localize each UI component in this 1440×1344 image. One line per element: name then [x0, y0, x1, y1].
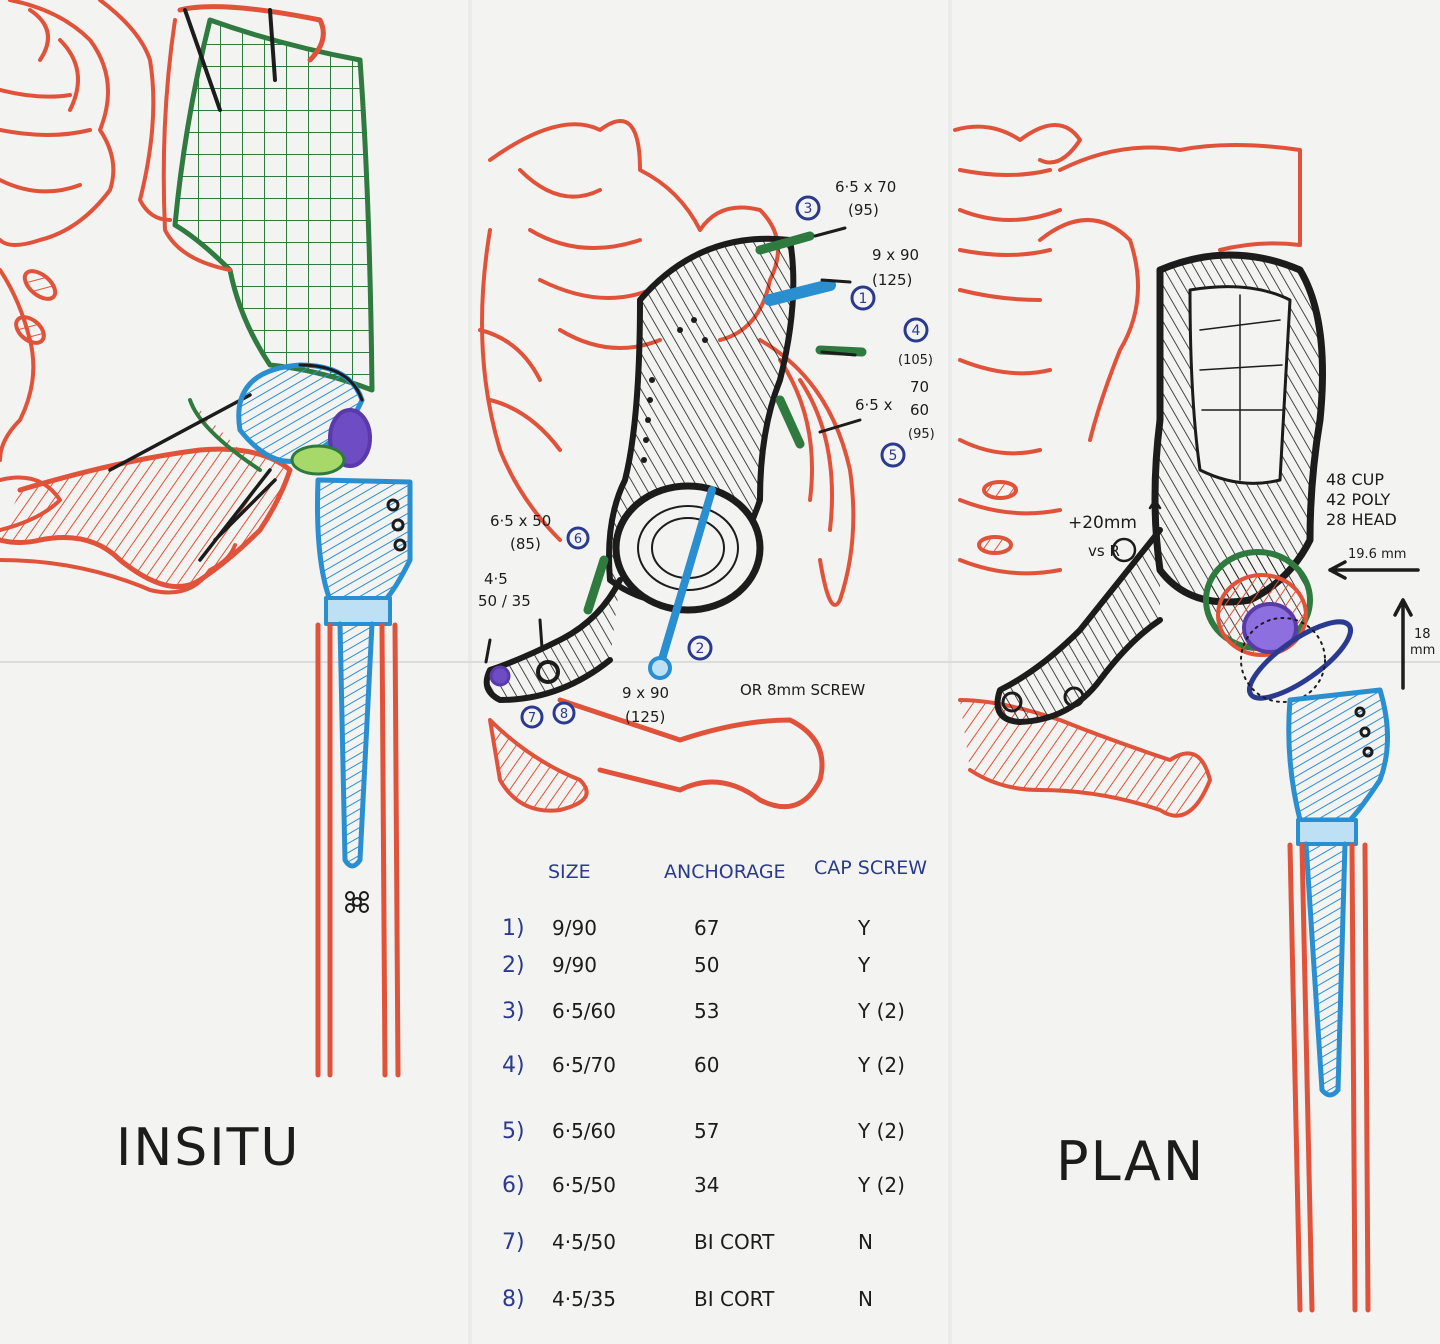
callout-num-4: 4: [912, 323, 921, 339]
custom-implant-drawing: [478, 119, 929, 813]
row-number: 6): [502, 1173, 525, 1198]
callout-6-length: (85): [510, 535, 541, 553]
callout-1-length: (125): [872, 271, 912, 289]
callout-num-8: 8: [560, 707, 568, 722]
insitu-drawing: [0, 0, 413, 1078]
row-number: 7): [502, 1230, 525, 1255]
row-size: 6·5/70: [552, 1053, 616, 1077]
callout-2-size: 9 x 90: [622, 684, 669, 702]
note-vertical-1: 18: [1414, 627, 1431, 642]
row-number: 3): [502, 999, 525, 1024]
planned-femoral-stem: [1286, 687, 1390, 823]
row-anchorage: BI CORT: [694, 1230, 775, 1254]
callout-3-length: (95): [848, 201, 879, 219]
flower-doodle: [345, 891, 369, 913]
callout-5-length-c: (95): [908, 427, 935, 442]
spine-sacrum: [0, 0, 172, 462]
row-number: 1): [502, 916, 525, 941]
screw-6: [583, 555, 609, 615]
callout-2-length: (125): [625, 708, 665, 726]
callout-6-size: 6·5 x 50: [490, 512, 551, 530]
row-anchorage: 34: [694, 1173, 719, 1197]
row-number: 5): [502, 1119, 525, 1144]
note-offset-ref: vs R: [1088, 542, 1120, 560]
row-size: 4·5/50: [552, 1230, 616, 1254]
plan-notes: 48 CUP 42 POLY 28 HEAD +20mm vs R 19.6 m…: [1068, 470, 1435, 658]
screw-1: [764, 279, 836, 306]
screw-2: [656, 486, 716, 670]
table-header-anchorage: ANCHORAGE: [664, 861, 786, 883]
row-size: 6·5/60: [552, 999, 616, 1023]
row-number: 2): [502, 953, 525, 978]
row-anchorage: 50: [694, 953, 719, 977]
row-anchorage: BI CORT: [694, 1287, 775, 1311]
row-anchorage: 57: [694, 1119, 719, 1143]
screw-3: [755, 231, 815, 255]
row-cap-screw: Y (2): [857, 1053, 905, 1077]
table-header-cap-screw: CAP SCREW: [814, 857, 927, 879]
callout-4-length: (105): [898, 353, 933, 368]
callout-num-6: 6: [574, 532, 582, 547]
callout-num-1: 1: [859, 291, 868, 307]
note-offset-value: +20mm: [1068, 513, 1137, 533]
row-anchorage: 67: [694, 916, 719, 940]
plan-title: PLAN: [1056, 1130, 1205, 1193]
callout-num-5: 5: [889, 448, 898, 464]
row-anchorage: 53: [694, 999, 719, 1023]
row-cap-screw: Y (2): [857, 999, 905, 1023]
row-anchorage: 60: [694, 1053, 719, 1077]
row-cap-screw: N: [858, 1287, 873, 1311]
row-cap-screw: Y: [857, 953, 871, 977]
row-cap-screw: Y: [857, 916, 871, 940]
callout-num-7: 7: [528, 711, 536, 726]
row-cap-screw: N: [858, 1230, 873, 1254]
callouts: 3 6·5 x 70 (95) 1 9 x 90 (125) 4 (105) 5…: [478, 178, 935, 726]
screw-4: [815, 345, 867, 357]
callout-7-size: 4·5: [484, 570, 508, 588]
row-number: 4): [502, 1053, 525, 1078]
callout-num-3: 3: [804, 201, 813, 217]
callout-5-size: 6·5 x: [855, 396, 893, 414]
note-lateral: 19.6 mm: [1348, 547, 1406, 562]
note-vertical-2: mm: [1410, 643, 1435, 658]
callout-num-2: 2: [696, 641, 705, 657]
row-size: 4·5/35: [552, 1287, 616, 1311]
pubic-ramus: [0, 446, 293, 590]
note-head: 28 HEAD: [1326, 510, 1397, 529]
callout-7-lengths: 50 / 35: [478, 592, 531, 610]
row-cap-screw: Y (2): [857, 1119, 905, 1143]
table-header-size: SIZE: [548, 861, 591, 883]
row-size: 9/90: [552, 916, 597, 940]
row-cap-screw: Y (2): [857, 1173, 905, 1197]
callout-2-alternative: OR 8mm SCREW: [740, 681, 865, 699]
row-size: 6·5/60: [552, 1119, 616, 1143]
callout-5-length-a: 70: [910, 378, 929, 396]
callout-1-size: 9 x 90: [872, 246, 919, 264]
row-number: 8): [502, 1287, 525, 1312]
row-size: 9/90: [552, 953, 597, 977]
note-cup: 48 CUP: [1326, 470, 1384, 489]
callout-5-length-b: 60: [910, 401, 929, 419]
note-poly: 42 POLY: [1326, 490, 1390, 509]
screw-5: [775, 395, 805, 449]
plan-drawing: [953, 123, 1420, 1313]
row-size: 6·5/50: [552, 1173, 616, 1197]
callout-3-size: 6·5 x 70: [835, 178, 896, 196]
insitu-title: INSITU: [116, 1118, 300, 1178]
